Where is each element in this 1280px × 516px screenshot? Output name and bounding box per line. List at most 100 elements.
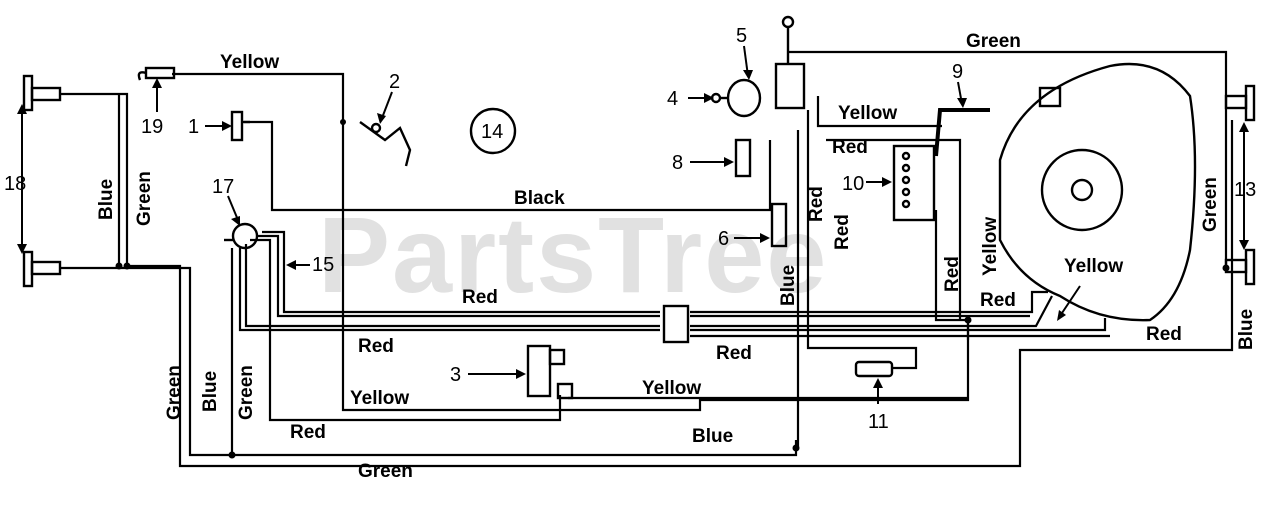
callout-arrows [17, 45, 1249, 404]
arrow-2-head [377, 113, 386, 124]
label-red-right-low: Red [716, 343, 752, 364]
arrow-5-head [743, 70, 753, 80]
wire-17-low-a [244, 244, 660, 328]
switch-6 [770, 202, 788, 248]
solenoid-5-post [781, 15, 795, 29]
arrow-13-head-bottom [1239, 240, 1249, 250]
callout-9: 9 [952, 61, 963, 83]
key-switch-17 [224, 222, 259, 250]
switch-1-body [230, 110, 244, 142]
label-red-vertical-3: Red [942, 256, 963, 292]
label-green-left-low-2: Green [236, 365, 257, 420]
terminal-block-3-tab-b [556, 382, 574, 400]
engine-flywheel [1040, 148, 1124, 232]
arrow-yellow-engine-head [1057, 310, 1066, 321]
wire-17-low-b [238, 248, 660, 332]
label-red-mid: Red [462, 287, 498, 308]
label-yellow-top-right: Yellow [838, 103, 897, 124]
engine-hub [1070, 178, 1094, 202]
solenoid-4 [710, 78, 762, 118]
wire-9-thick [934, 108, 990, 157]
watermark-text: PartsTree [318, 194, 828, 315]
wire-red-box [934, 210, 970, 340]
taillight-top-body [1224, 94, 1248, 110]
arrow-3-head [516, 369, 526, 379]
callout-18: 18 [4, 173, 26, 195]
headlight-top-body [30, 86, 62, 102]
label-black-mid: Black [514, 188, 565, 209]
arrow-19-head [152, 78, 162, 88]
switch-1 [230, 110, 250, 142]
label-blue-left: Blue [96, 179, 117, 220]
connector-19-body [144, 66, 176, 80]
arrow-11-head [873, 378, 883, 388]
callout-14-circle [469, 107, 517, 155]
switch-6-body [770, 202, 788, 248]
label-yellow-top: Yellow [220, 52, 279, 73]
arrow-18-head-bottom [17, 244, 27, 254]
callout-2: 2 [389, 71, 400, 93]
callout-8: 8 [672, 152, 683, 174]
callout-3: 3 [450, 364, 461, 386]
headlight-18 [22, 74, 62, 288]
callout-19: 19 [141, 116, 163, 138]
label-red-upper-right: Red [832, 137, 868, 158]
callout-numbers: 1 2 3 4 5 6 8 9 10 11 13 14 15 17 18 19 [4, 25, 1256, 433]
wire-red-v4 [826, 138, 962, 320]
connector-19-hook [137, 71, 147, 81]
wire-red-v2 [806, 110, 918, 370]
label-red-engine: Red [980, 290, 1016, 311]
label-yellow-bottom-left: Yellow [350, 388, 409, 409]
label-blue-vertical: Blue [778, 265, 799, 306]
label-blue-left-low: Blue [200, 371, 221, 412]
callout-15: 15 [312, 254, 334, 276]
callout-10: 10 [842, 173, 864, 195]
label-yellow-vertical: Yellow [980, 217, 1001, 276]
fuse-holder-11 [854, 360, 894, 378]
wire-17-red-c [250, 238, 562, 422]
arrow-yellow-engine [1059, 285, 1081, 317]
label-green-bottom: Green [358, 461, 413, 482]
wire-17-red-a [262, 230, 660, 314]
callout-14: 14 [481, 121, 503, 143]
wire-red-v3 [816, 96, 942, 128]
arrow-17 [227, 195, 239, 221]
label-blue-bottom: Blue [692, 426, 733, 447]
callout-14-group [469, 107, 517, 155]
callout-5: 5 [736, 25, 747, 47]
arrow-4-head [704, 93, 714, 103]
arrow-18-head-top [17, 104, 27, 114]
solenoid-4-body [726, 78, 762, 118]
taillight-13 [1224, 84, 1256, 286]
wire-17-red-b [256, 234, 660, 318]
callout-1: 1 [188, 116, 199, 138]
switch-8 [734, 138, 752, 178]
arrow-2 [381, 91, 393, 119]
label-red-left-low: Red [358, 336, 394, 357]
engine [998, 62, 1197, 322]
terminal-block-3-tab-a [548, 348, 566, 366]
terminal-block-3-body [526, 344, 552, 398]
fuse-holder-11-body [854, 360, 894, 378]
label-green-left: Green [134, 171, 155, 226]
arrow-13-head-top [1239, 122, 1249, 132]
arrow-10-head [882, 177, 892, 187]
wire-green-top [788, 50, 1228, 100]
wire-blue-far-right [178, 120, 1234, 468]
rectifier-10 [892, 144, 936, 222]
switch-2 [359, 121, 412, 167]
callout-13: 13 [1234, 179, 1256, 201]
callout-6: 6 [718, 228, 729, 250]
arrow-1-head [222, 121, 232, 131]
arrow-8-head [724, 157, 734, 167]
label-red-bottom: Red [290, 422, 326, 443]
wire-yellow-top [172, 72, 970, 412]
wire-harness-3 [690, 295, 1053, 328]
callout-11: 11 [868, 411, 889, 433]
solenoid-5-body [774, 62, 806, 110]
label-blue-far-right: Blue [1236, 309, 1257, 350]
switch-2-body [359, 121, 412, 167]
wire-harness-1 [690, 290, 1048, 314]
callout-4: 4 [667, 88, 678, 110]
